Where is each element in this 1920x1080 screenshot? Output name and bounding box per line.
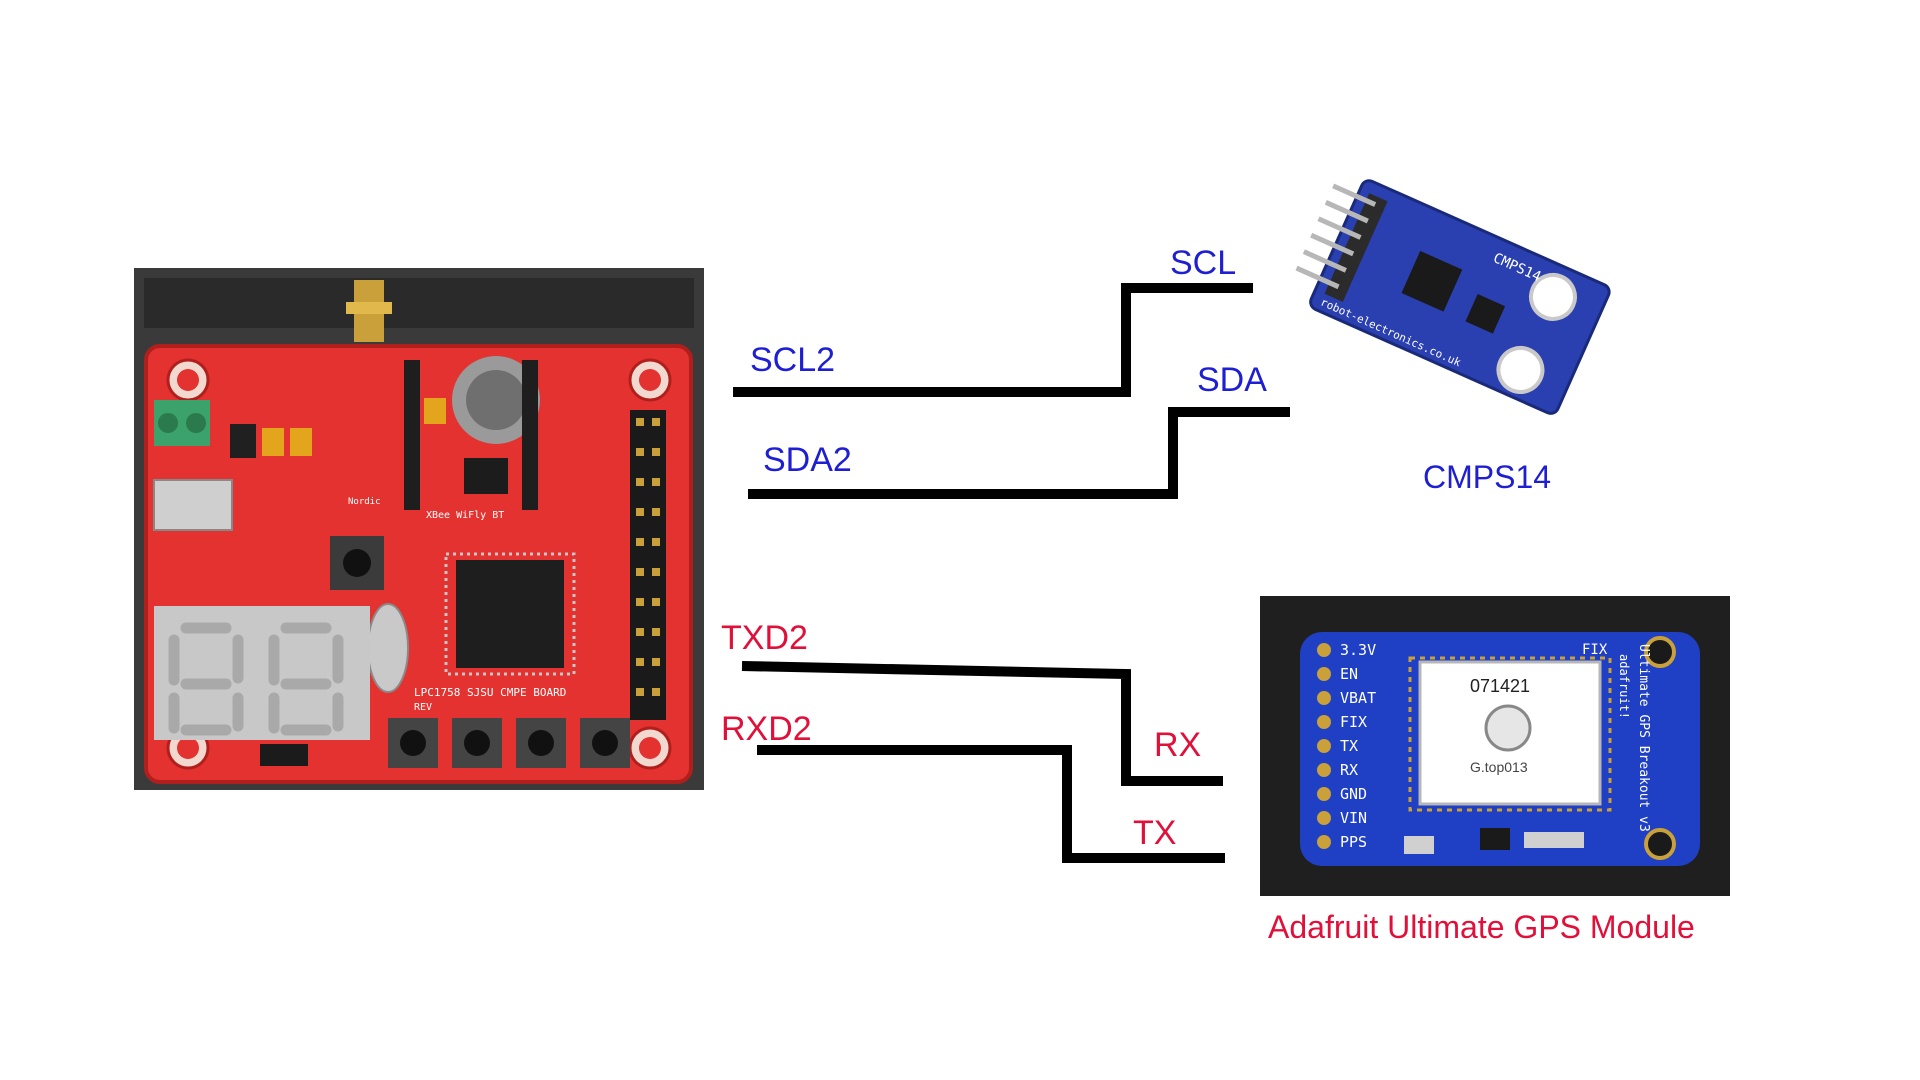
board-silk-nordic: Nordic [348,497,381,507]
gps-pin-en: EN [1340,665,1358,683]
board-silk-xbee: XBee WiFly BT [426,510,504,521]
wire-rxd2-tx [757,745,1225,863]
gps-pin-tx: TX [1340,737,1358,755]
label-scl: SCL [1170,244,1237,282]
label-rx: RX [1154,726,1202,764]
gps-pin-gnd: GND [1340,785,1367,803]
gps-pin-fix: FIX [1340,713,1367,731]
label-sda2: SDA2 [763,441,852,479]
label-rxd2: RXD2 [721,710,812,748]
board-silk-rev: REV [414,702,432,713]
gps-fix-silk: FIX [1582,642,1608,658]
wire-sda [748,407,1290,499]
caption-gps: Adafruit Ultimate GPS Module [1268,909,1695,945]
gps-pin-pps: PPS [1340,833,1367,851]
gps-board-title: Ultimate GPS Breakout v3 [1636,644,1651,832]
cmps14-image: CMPS14 robot-electronics.co.uk [1295,179,1611,415]
label-sda: SDA [1197,361,1267,399]
gps-module-part: G.top013 [1470,759,1528,775]
gps-module-code: 071421 [1470,676,1530,696]
gps-pin-rx: RX [1340,761,1358,779]
gps-board-brand: adafruit! [1617,654,1631,719]
gps-module-image: 071421 G.top013 FIX Ultimate GPS Breakou… [1260,596,1730,896]
gps-pin-vbat: VBAT [1340,689,1376,707]
wire-scl [733,283,1253,397]
gps-pin-vin: VIN [1340,809,1367,827]
sjsu-board-image: LPC1758 SJSU CMPE BOARD REV XBee WiFly B… [134,268,704,790]
label-tx: TX [1133,814,1177,852]
caption-cmps14: CMPS14 [1423,459,1552,495]
gps-pin-3v3: 3.3V [1340,641,1376,659]
label-scl2: SCL2 [750,341,836,379]
board-silk-title: LPC1758 SJSU CMPE BOARD [414,686,566,699]
label-txd2: TXD2 [721,619,808,657]
wire-txd2-rx [741,661,1223,786]
